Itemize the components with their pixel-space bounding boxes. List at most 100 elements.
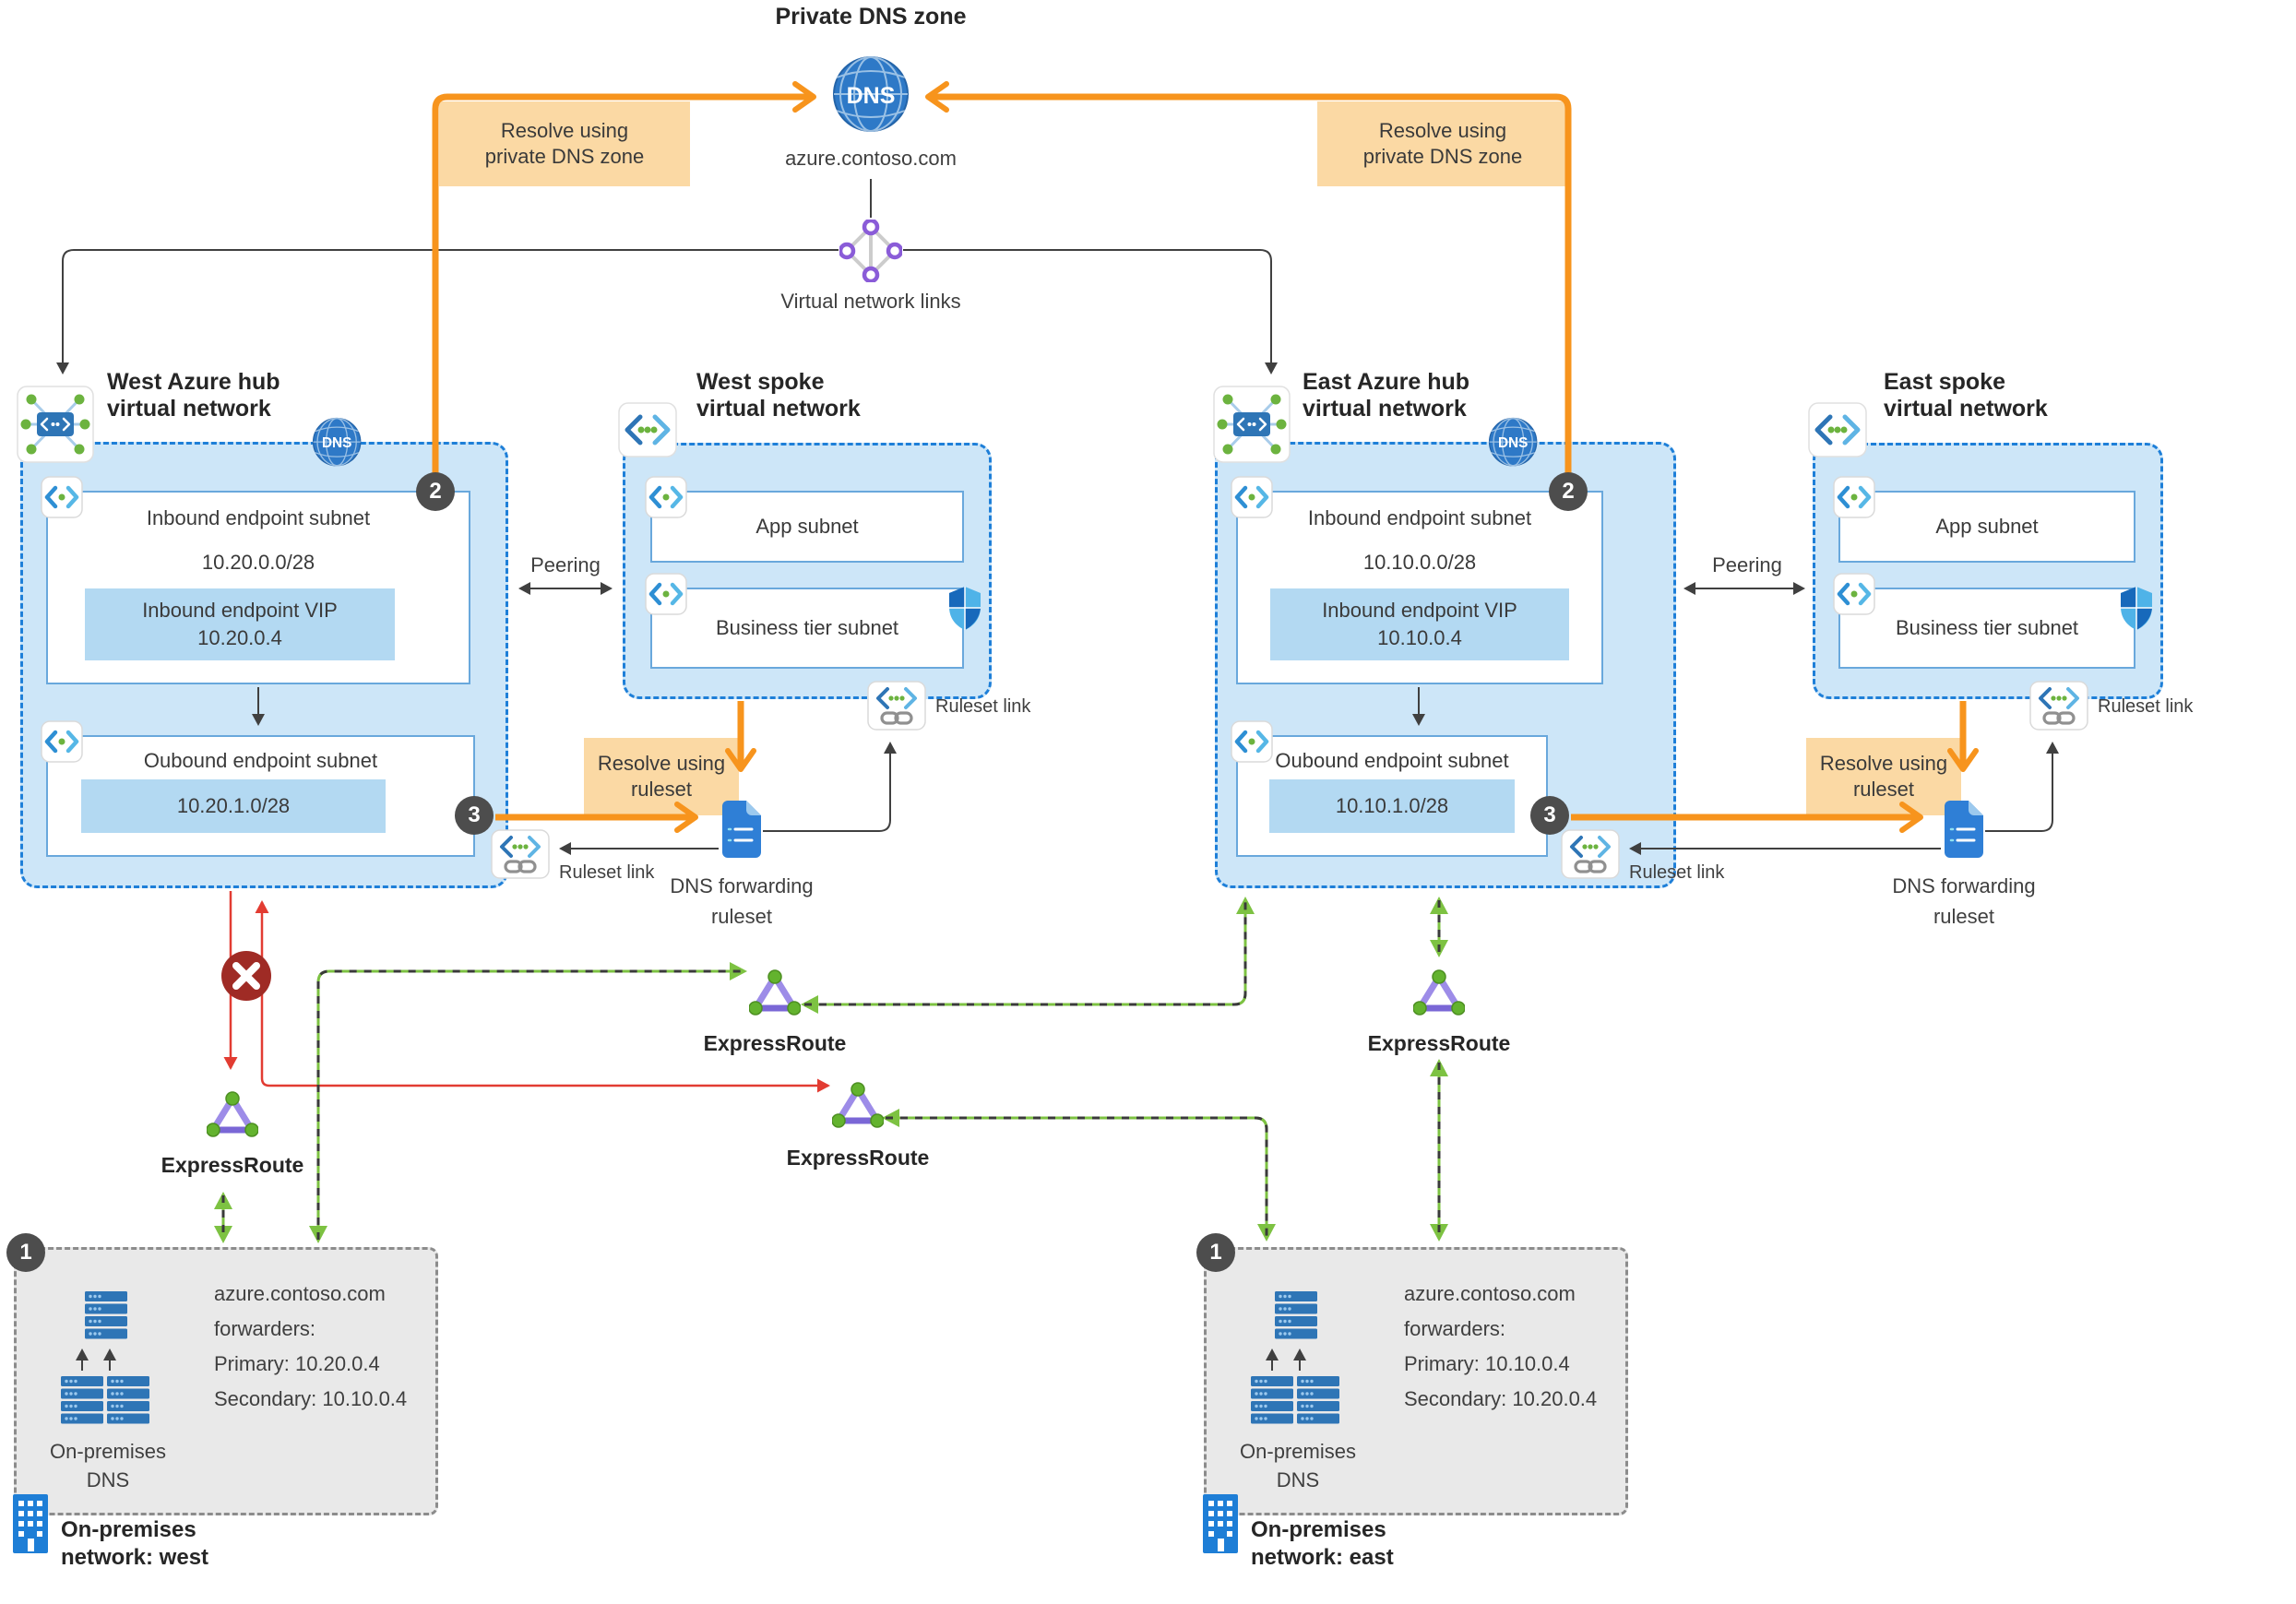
east-app-subnet-icon [1834,477,1874,517]
west-spoke-vnet-icon [619,403,676,457]
west-onprem-server-top-icon [85,1291,127,1339]
east-hub-to-central-expressroute-link [801,897,1255,1014]
central-lower-expressroute-icon [832,1083,884,1127]
east-hub-ruleset-link-icon [1561,829,1620,879]
private-dns-zone-domain: azure.contoso.com [785,147,957,170]
west-business-subnet-label: Business tier subnet [715,616,899,639]
east-app-subnet-box: App subnet [1838,491,2135,563]
west-resolve-private-path [432,81,816,474]
step-badge-1-west: 1 [6,1233,45,1272]
east-spoke-title: East spoke virtual network [1884,369,2048,422]
east-dns-forwarding-ruleset-icon [1945,801,1983,858]
west-inbound-vip-box: Inbound endpoint VIP 10.20.0.4 [85,588,395,660]
west-onprem-server-right-icon [107,1376,149,1424]
links-to-east-hub-arrow [903,249,1278,374]
east-spoke-ruleset-link-label: Ruleset link [2098,696,2194,717]
west-hub-ruleset-link-label: Ruleset link [559,862,655,883]
west-hub-vnet-icon [17,386,94,463]
east-resolve-private-path [925,81,1572,474]
east-business-subnet-icon [1834,574,1874,614]
west-resolve-private-callout: Resolve using private DNS zone [439,101,690,186]
east-shield-icon [2120,586,2153,631]
step-badge-3-east: 3 [1530,796,1569,835]
east-onprem-building-icon [1203,1494,1238,1553]
west-inbound-subnet-cidr: 10.20.0.0/28 [201,551,315,574]
west-peering-label: Peering [530,553,601,576]
step-badge-3-west: 3 [455,796,494,835]
east-dns-forwarding-ruleset-label: DNS forwarding ruleset [1892,874,2036,928]
east-inbound-vip-label: Inbound endpoint VIP [1322,599,1517,622]
west-ruleset-to-spoke-link-arrow [763,742,897,832]
west-outbound-subnet-icon [42,721,82,762]
west-expressroute-icon [207,1092,258,1136]
west-business-subnet-box: Business tier subnet [650,588,964,669]
west-app-subnet-icon [646,477,686,517]
east-expressroute-icon [1413,970,1465,1015]
east-onprem-server-left-icon [1251,1376,1293,1424]
east-business-subnet-box: Business tier subnet [1838,588,2135,669]
east-outbound-cidr: 10.10.1.0/28 [1335,794,1449,817]
west-hub-ruleset-link-icon [491,829,550,879]
west-shield-icon [948,586,981,631]
east-expressroute-label: ExpressRoute [1367,1031,1511,1055]
east-onprem-server-right-icon [1297,1376,1339,1424]
central-upper-expressroute-icon [749,970,801,1015]
west-blocked-to-east-expressroute-path [255,900,830,1093]
east-onprem-dns-label: On-premises DNS [1240,1440,1356,1491]
east-hub-vnet-icon [1213,386,1291,463]
east-hub-ruleset-link-label: Ruleset link [1629,862,1725,883]
west-app-subnet-label: App subnet [755,515,859,538]
east-hub-dns-icon: DNS [1488,417,1538,467]
west-inbound-vip-ip: 10.20.0.4 [197,626,282,649]
west-outbound-subnet-name: Oubound endpoint subnet [143,749,378,772]
east-app-subnet-label: App subnet [1935,515,2039,538]
east-peering-label: Peering [1712,553,1782,576]
west-spoke-ruleset-link-icon [867,681,926,731]
east-spoke-vnet-icon [1809,403,1866,457]
west-onprem-to-central-expressroute-link [309,962,747,1243]
east-resolve-ruleset-callout: Resolve using ruleset [1806,738,1961,815]
east-onprem-forwarders: azure.contoso.com forwarders: Primary: 1… [1404,1282,1598,1410]
step-badge-2-west: 2 [416,472,455,511]
west-onprem-server-left-icon [61,1376,103,1424]
step-badge-1-east: 1 [1196,1233,1235,1272]
east-outbound-subnet-icon [1231,721,1272,762]
virtual-network-links-icon [840,220,901,281]
west-business-subnet-icon [646,574,686,614]
blocked-x-icon [221,951,271,1001]
east-inbound-subnet-name: Inbound endpoint subnet [1307,506,1532,529]
private-dns-zone-icon-label: DNS [847,83,896,109]
east-inbound-subnet-cidr: 10.10.0.0/28 [1362,551,1477,574]
west-resolve-ruleset-callout: Resolve using ruleset [584,738,739,815]
east-onprem-server-top-icon [1275,1291,1317,1339]
west-inbound-vip-label: Inbound endpoint VIP [142,599,338,622]
west-expressroute-label: ExpressRoute [161,1153,304,1177]
east-inbound-vip-ip: 10.10.0.4 [1377,626,1462,649]
west-app-subnet-box: App subnet [650,491,964,563]
virtual-network-links-label: Virtual network links [780,290,961,313]
east-outbound-subnet-name: Oubound endpoint subnet [1275,749,1509,772]
west-onprem-dns-label: On-premises DNS [50,1440,166,1491]
links-to-west-hub-arrow [56,249,839,374]
east-outbound-cidr-box: 10.10.1.0/28 [1269,779,1515,833]
east-ruleset-to-spoke-link-arrow [1985,742,2059,832]
east-business-subnet-label: Business tier subnet [1895,616,2079,639]
west-spoke-ruleset-link-label: Ruleset link [935,696,1031,717]
west-onprem-forwarders: azure.contoso.com forwarders: Primary: 1… [214,1282,408,1410]
west-dns-forwarding-ruleset-icon [722,801,761,858]
west-outbound-cidr: 10.20.1.0/28 [176,794,291,817]
west-spoke-title: West spoke virtual network [696,369,861,422]
east-inbound-vip-box: Inbound endpoint VIP 10.10.0.4 [1270,588,1569,660]
west-onprem-building-icon [13,1494,48,1553]
east-spoke-ruleset-link-icon [2029,681,2088,731]
west-hub-title: West Azure hub virtual network [107,369,280,422]
east-onprem-network-label: On-premises network: east [1251,1517,1394,1570]
west-inbound-subnet-icon [42,477,82,517]
svg-text:DNS: DNS [1498,435,1528,451]
private-dns-zone-title: Private DNS zone [775,4,967,30]
step-badge-2-east: 2 [1549,472,1588,511]
west-outbound-cidr-box: 10.20.1.0/28 [81,779,386,833]
west-onprem-network-label: On-premises network: west [61,1517,209,1570]
